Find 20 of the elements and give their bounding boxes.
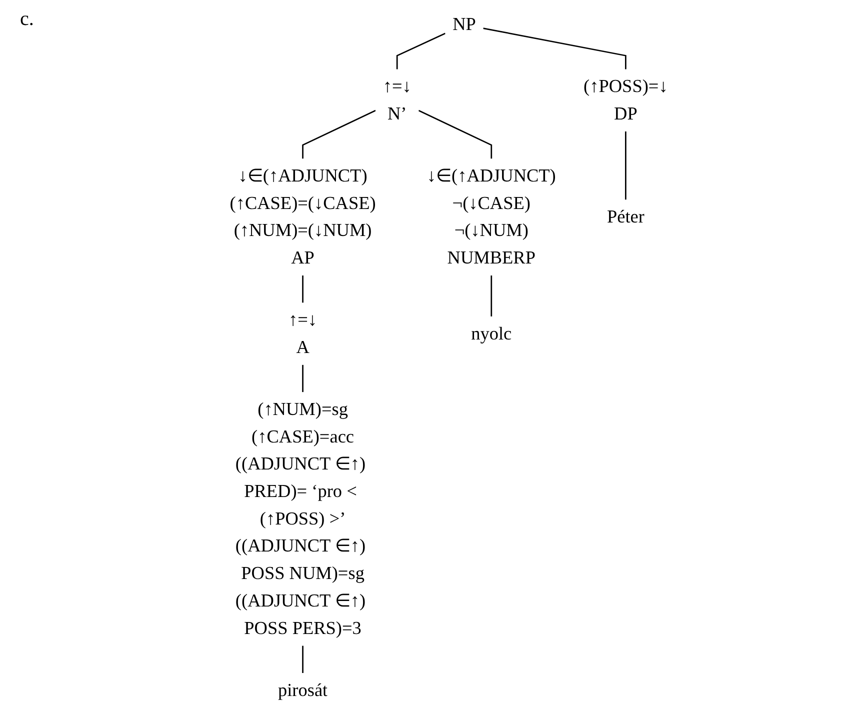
connector [302, 646, 304, 674]
connector [302, 275, 304, 303]
example-letter: c. [20, 8, 34, 31]
connector [490, 275, 492, 316]
node-text: (↑POSS)=↓ DP [584, 76, 668, 124]
node-text: ↓∈(↑ADJUNCT) ¬(↓CASE) ¬(↓NUM) NUMBERP [427, 166, 556, 268]
connector [483, 28, 627, 70]
node-text: nyolc [471, 324, 512, 344]
node-text: ↑=↓ A [288, 310, 318, 358]
node-text: Péter [607, 207, 645, 228]
node-text: pirosát [278, 680, 328, 700]
node-text: ↓∈(↑ADJUNCT) (↑CASE)=(↓CASE) (↑NUM)=(↓NUM) AP [230, 166, 376, 268]
connector [418, 110, 492, 159]
node-text: NP [452, 14, 476, 35]
connector [396, 32, 446, 70]
connector [302, 110, 376, 159]
connector [625, 131, 627, 200]
connector [302, 364, 304, 392]
node-text: ↑=↓ N’ [383, 76, 412, 124]
node-text: (↑NUM)=sg (↑CASE)=acc ((ADJUNCT ∈↑) PRED)= ‘pro < (↑POSS) >’ ((ADJUNCT ∈↑) POSS NUM)=sg ((ADJUNCT ∈↑) POSS PERS)=3 [236, 399, 366, 638]
